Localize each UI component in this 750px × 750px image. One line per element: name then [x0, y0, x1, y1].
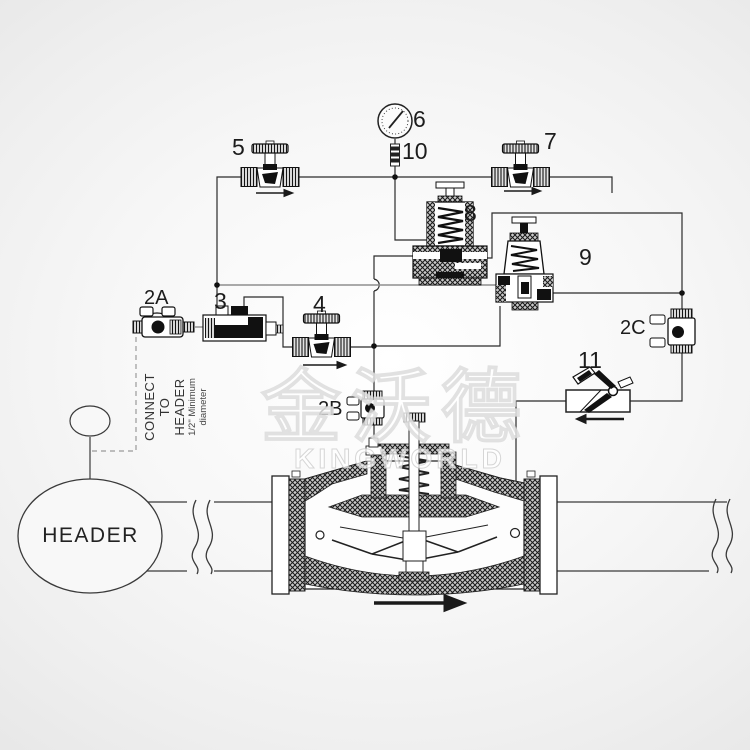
label-component-2b: 2B [318, 398, 343, 420]
label-component-7: 7 [544, 128, 557, 154]
label-component-5: 5 [232, 134, 245, 160]
label-component-8: 8 [464, 200, 477, 226]
ball-valve-2c-icon [649, 308, 696, 354]
restriction-fitting-icon [390, 143, 400, 167]
watermark-latin: KINGWORLD [294, 443, 506, 475]
pressure-gauge-icon [377, 103, 413, 139]
main-control-valve [271, 412, 558, 596]
connect-note-line2: HEADER [172, 378, 187, 436]
connect-to-header-note: CONNECT TO HEADER 1/2" Minimum diameter [142, 362, 220, 452]
pilot-tubing [216, 139, 683, 528]
label-component-4: 4 [313, 291, 326, 317]
header-dashed-line [89, 326, 144, 480]
junction-dots [214, 174, 685, 349]
size-note-line1: 1/2" Minimum [187, 378, 198, 436]
solenoid-valve-icon [202, 305, 284, 342]
pressure-relief-pilot-icon [495, 216, 554, 311]
header-bubble [17, 405, 163, 594]
outlet-pipe [557, 498, 734, 574]
label-component-2a: 2A [144, 287, 169, 309]
watermark-chinese: 金沃德 [260, 362, 531, 452]
inlet-pipe [140, 499, 272, 575]
label-component-2c: 2C [620, 317, 646, 339]
connect-note-line1: CONNECT TO [142, 373, 172, 441]
label-component-9: 9 [579, 244, 592, 270]
ball-valve-2a-icon [132, 306, 195, 338]
check-valve-icon [565, 366, 634, 413]
label-component-3: 3 [214, 288, 227, 314]
needle-valve-7-icon [490, 140, 551, 188]
needle-valve-4-icon [291, 310, 352, 358]
label-component-6: 6 [413, 106, 426, 132]
ball-valve-2b-icon [346, 390, 385, 426]
size-note-line2: diameter [198, 388, 209, 426]
header-label: HEADER [42, 524, 139, 547]
needle-valve-5-icon [240, 140, 300, 188]
label-component-11: 11 [578, 347, 602, 373]
flow-arrows [256, 186, 624, 613]
label-component-10: 10 [402, 138, 428, 164]
pressure-reducing-pilot-icon [412, 181, 488, 286]
